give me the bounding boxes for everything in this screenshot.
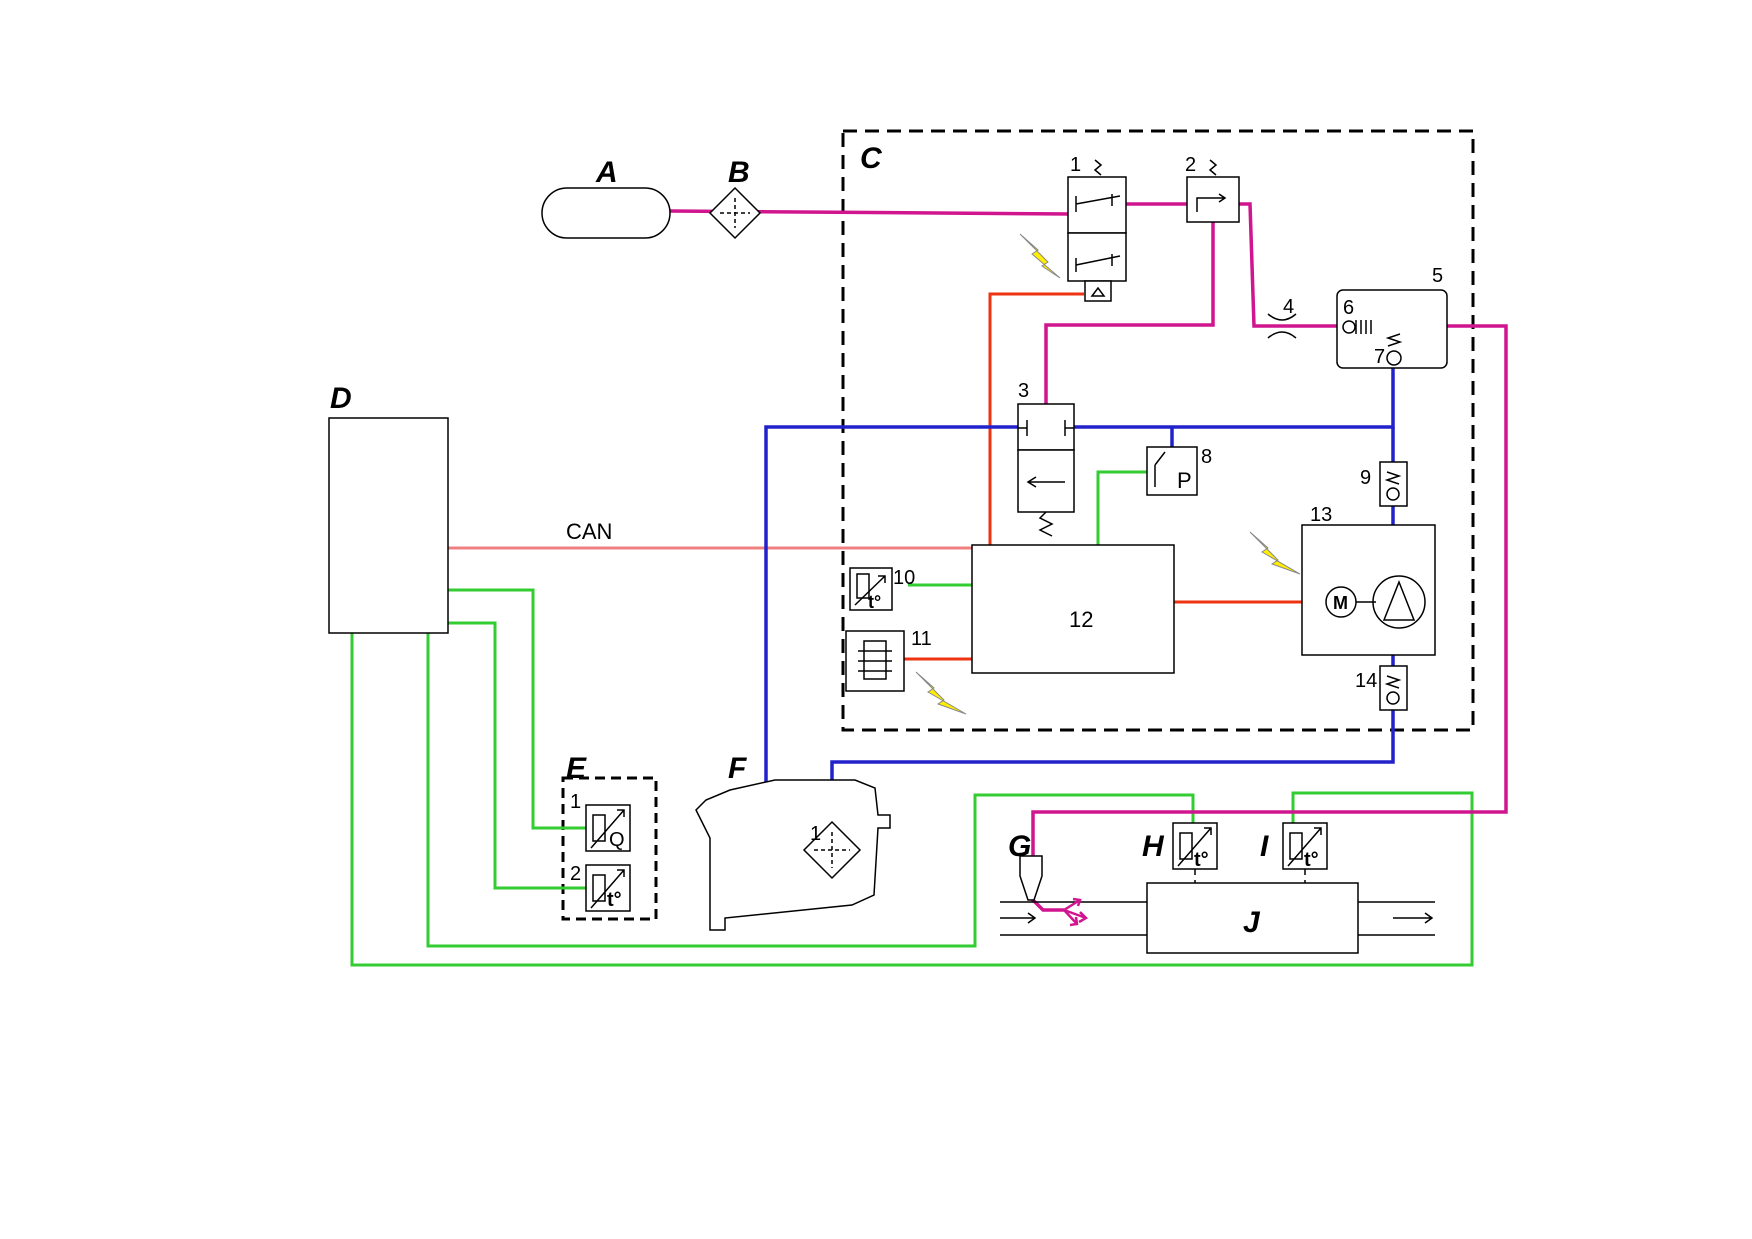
- num-c8: 8: [1201, 446, 1212, 468]
- num-c1: 1: [1070, 154, 1081, 176]
- lightning-icon: [1249, 531, 1301, 575]
- label-a: A: [595, 156, 618, 189]
- num-c14: 14: [1355, 670, 1377, 692]
- label-b: B: [728, 156, 750, 189]
- label-j: J: [1243, 906, 1261, 939]
- temp-label-e2: t°: [607, 889, 622, 911]
- check-valve-14: [1379, 665, 1408, 711]
- restrictor-4: [1267, 313, 1297, 339]
- num-c6: 6: [1343, 297, 1354, 319]
- num-c5: 5: [1432, 265, 1443, 287]
- num-c11: 11: [911, 628, 932, 650]
- urea-tank: [695, 779, 891, 931]
- exhaust-temp-sensor-i: [1282, 822, 1328, 950]
- flow-sensor-label: Q: [609, 829, 625, 851]
- engine-ecu: [328, 417, 449, 634]
- num-c10: 10: [893, 567, 915, 589]
- label-f: F: [728, 752, 747, 785]
- temp-label-h: t°: [1194, 849, 1209, 871]
- dosing-control-unit-12: [971, 544, 1175, 674]
- air-tank: [541, 187, 671, 239]
- valve-block-5: [1336, 289, 1448, 369]
- num-c4: 4: [1283, 296, 1294, 318]
- spray-arrows: [1063, 897, 1089, 927]
- pump-13: [1301, 524, 1436, 656]
- temp-sensor-e2: [585, 864, 631, 912]
- label-c: C: [860, 142, 883, 175]
- lightning-icon: [1019, 233, 1061, 279]
- flow-sensor-e1: [585, 804, 631, 852]
- label-g: G: [1008, 830, 1031, 863]
- pressure-switch-8: [1146, 446, 1198, 496]
- directional-valve-3: [1017, 403, 1075, 537]
- air-filter: [708, 186, 762, 240]
- num-f1: 1: [810, 823, 821, 845]
- num-c7: 7: [1374, 346, 1385, 368]
- temp-sensor-10: [849, 567, 893, 611]
- num-c9: 9: [1360, 467, 1371, 489]
- sensor-group-e-outline: [561, 776, 658, 921]
- power-lines: [904, 292, 1302, 661]
- can-label: CAN: [566, 519, 612, 544]
- label-e: E: [566, 752, 587, 785]
- lightning-icon: [915, 671, 967, 715]
- solenoid-valve-1: [1067, 159, 1127, 302]
- scr-catalyst: [1146, 882, 1359, 954]
- label-d: D: [330, 382, 352, 415]
- num-e1: 1: [570, 791, 581, 813]
- num-e2: 2: [570, 863, 581, 885]
- signal-lines: [350, 470, 1474, 967]
- temp-label-i: t°: [1304, 849, 1319, 871]
- check-valve-9: [1379, 461, 1408, 507]
- heater-11: [845, 630, 905, 692]
- label-i: I: [1260, 830, 1269, 863]
- label-h: H: [1142, 830, 1165, 863]
- pressure-switch-label: P: [1177, 468, 1192, 493]
- num-c3: 3: [1018, 380, 1029, 402]
- pressure-regulator-2: [1186, 159, 1240, 223]
- temp-label-10: t°: [868, 592, 881, 612]
- num-c13: 13: [1310, 504, 1332, 526]
- num-c12: 12: [1069, 607, 1093, 632]
- motor-label: M: [1333, 593, 1348, 613]
- num-c2: 2: [1185, 154, 1196, 176]
- dosing-module-outline: [841, 129, 1475, 732]
- exhaust-pipe: [1000, 901, 1435, 936]
- injector: [1019, 855, 1043, 901]
